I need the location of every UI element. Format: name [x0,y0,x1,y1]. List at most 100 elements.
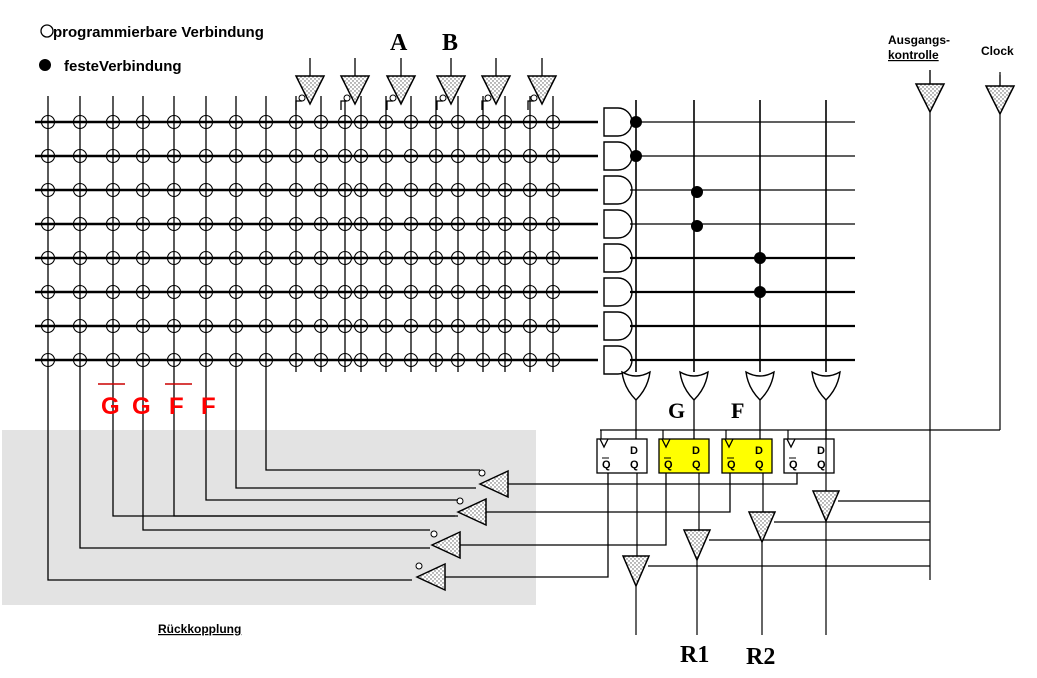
legend-filled-dot-icon [39,59,51,71]
and-gate-icon [603,345,633,375]
output-buffer-icon [747,511,777,544]
programmable-connection-icon [288,114,304,130]
programmable-connection-icon [450,352,466,368]
ff-q-pin: Q [755,459,764,471]
programmable-connection-icon [258,318,274,334]
feedback-wire [460,473,667,546]
ff-label-f: F [731,398,744,423]
input-buffer-icon [339,75,371,106]
programmable-connection-icon [258,352,274,368]
clock-input-icon [724,438,734,449]
programmable-connection-icon [522,352,538,368]
programmable-connection-icon [497,318,513,334]
programmable-connection-icon [105,148,121,164]
programmable-connection-icon [475,148,491,164]
output-buffer-icon [621,555,651,588]
inverter-bubble-icon [298,94,306,102]
programmable-connection-icon [545,318,561,334]
and-gate-icon [603,311,633,341]
programmable-connection-icon [403,318,419,334]
inverter-bubble-icon [343,94,351,102]
programmable-connection-icon [288,352,304,368]
or-gate-icon [621,370,651,401]
programmable-connection-icon [378,250,394,266]
programmable-connection-icon [497,250,513,266]
programmable-connection-icon [353,284,369,300]
fixed-connection-icon [691,220,703,232]
feedback-col-wire [265,372,480,471]
programmable-connection-icon [428,216,444,232]
programmable-connection-icon [403,250,419,266]
programmable-connection-icon [313,216,329,232]
programmable-connection-icon [135,216,151,232]
output-control-label: Ausgangs- [888,33,950,47]
programmable-connection-icon [353,148,369,164]
programmable-connection-icon [428,182,444,198]
programmable-connection-icon [313,250,329,266]
or-gate-icon [679,370,709,401]
inverter-bubble-icon [530,94,538,102]
programmable-connection-icon [497,216,513,232]
programmable-connection-icon [522,216,538,232]
programmable-connection-icon [403,216,419,232]
programmable-connection-icon [313,352,329,368]
programmable-connection-icon [135,250,151,266]
programmable-connection-icon [105,250,121,266]
ff-qbar-pin: Q [789,459,798,471]
input-wire [436,100,443,110]
programmable-connection-icon [497,182,513,198]
programmable-connection-icon [166,284,182,300]
programmable-connection-icon [288,250,304,266]
programmable-connection-icon [378,216,394,232]
programmable-connection-icon [428,148,444,164]
programmable-connection-icon [288,284,304,300]
programmable-connection-icon [497,352,513,368]
programmable-connection-icon [198,182,214,198]
programmable-connection-icon [105,284,121,300]
programmable-connection-icon [228,318,244,334]
fixed-connection-icon [754,286,766,298]
feedback-col-wire [235,372,476,489]
programmable-connection-icon [545,182,561,198]
programmable-connection-icon [545,148,561,164]
programmable-connection-icon [72,352,88,368]
programmable-connection-icon [40,250,56,266]
input-wire [340,100,347,110]
programmable-connection-icon [428,284,444,300]
programmable-connection-icon [378,352,394,368]
input-wire [481,100,488,110]
feedback-label: Rückkopplung [158,622,241,636]
programmable-connection-icon [497,284,513,300]
feedback-col-wire [47,372,412,581]
feedback-col-wire [79,372,430,549]
inverter-bubble-icon [430,530,438,538]
programmable-connection-icon [166,352,182,368]
programmable-connection-icon [353,352,369,368]
programmable-connection-icon [497,114,513,130]
input-wire [386,100,393,110]
programmable-connection-icon [475,284,491,300]
programmable-connection-icon [105,216,121,232]
inverter-bubble-icon [484,94,492,102]
input-wire [295,100,302,110]
ff-qbar-pin: Q [602,459,611,471]
ff-q-pin: Q [817,459,826,471]
and-gate-icon [603,243,633,273]
programmable-connection-icon [337,148,353,164]
programmable-connection-icon [353,114,369,130]
legend-fixed-label: festeVerbindung [64,58,182,75]
programmable-connection-icon [313,114,329,130]
programmable-connection-icon [337,284,353,300]
input-buffer-icon [480,75,512,106]
clock-buffer-icon [984,85,1016,116]
feedback-label-g-bar: G [101,393,120,420]
output-control-label-line2: kontrolle [888,48,939,62]
programmable-connection-icon [72,148,88,164]
programmable-connection-icon [72,216,88,232]
programmable-connection-icon [450,318,466,334]
programmable-connection-icon [72,318,88,334]
programmable-connection-icon [497,148,513,164]
programmable-connection-icon [166,318,182,334]
programmable-connection-icon [40,216,56,232]
